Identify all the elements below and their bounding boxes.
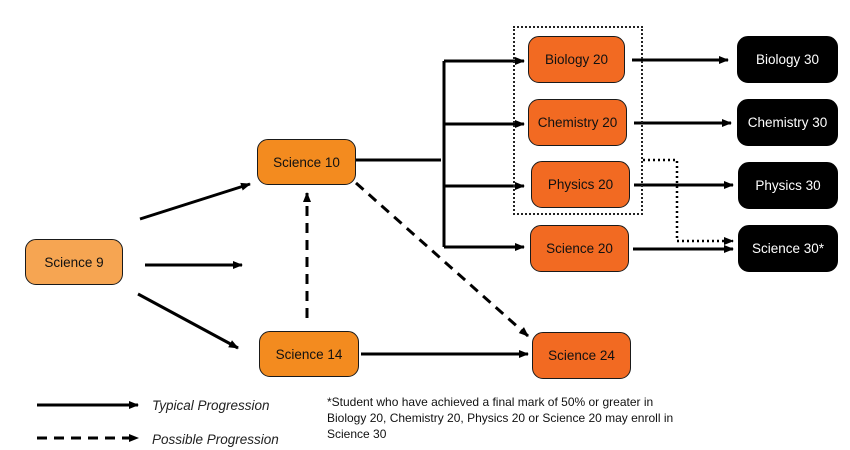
node-biology-20: Biology 20 — [528, 36, 625, 83]
footnote-line-3: Science 30 — [327, 427, 387, 441]
footnote-line-1: *Student who have achieved a final mark … — [327, 395, 654, 409]
node-physics-30: Physics 30 — [738, 162, 838, 209]
grade20-options-group — [513, 26, 643, 215]
footnote: *Student who have achieved a final mark … — [327, 394, 674, 442]
arrow-science10-to-science24 — [355, 181, 529, 338]
node-chemistry-20: Chemistry 20 — [528, 99, 627, 146]
node-science-14: Science 14 — [259, 331, 359, 377]
arrow-science9-to-science10 — [139, 182, 251, 221]
node-science-9: Science 9 — [25, 239, 123, 285]
node-biology-30: Biology 30 — [737, 36, 838, 83]
legend-typical-label: Typical Progression — [152, 398, 270, 413]
arrow-science9-to-science14 — [137, 292, 239, 350]
node-physics-20: Physics 20 — [531, 161, 630, 208]
node-science-30: Science 30* — [738, 225, 838, 272]
dotted-link-to-science30 — [643, 158, 734, 245]
node-chemistry-30: Chemistry 30 — [737, 99, 838, 146]
footnote-line-2: Biology 20, Chemistry 20, Physics 20 or … — [327, 411, 674, 425]
node-science-10: Science 10 — [257, 139, 356, 185]
node-science-20: Science 20 — [530, 225, 629, 272]
node-science-24: Science 24 — [532, 332, 631, 379]
legend-possible-label: Possible Progression — [152, 432, 279, 447]
